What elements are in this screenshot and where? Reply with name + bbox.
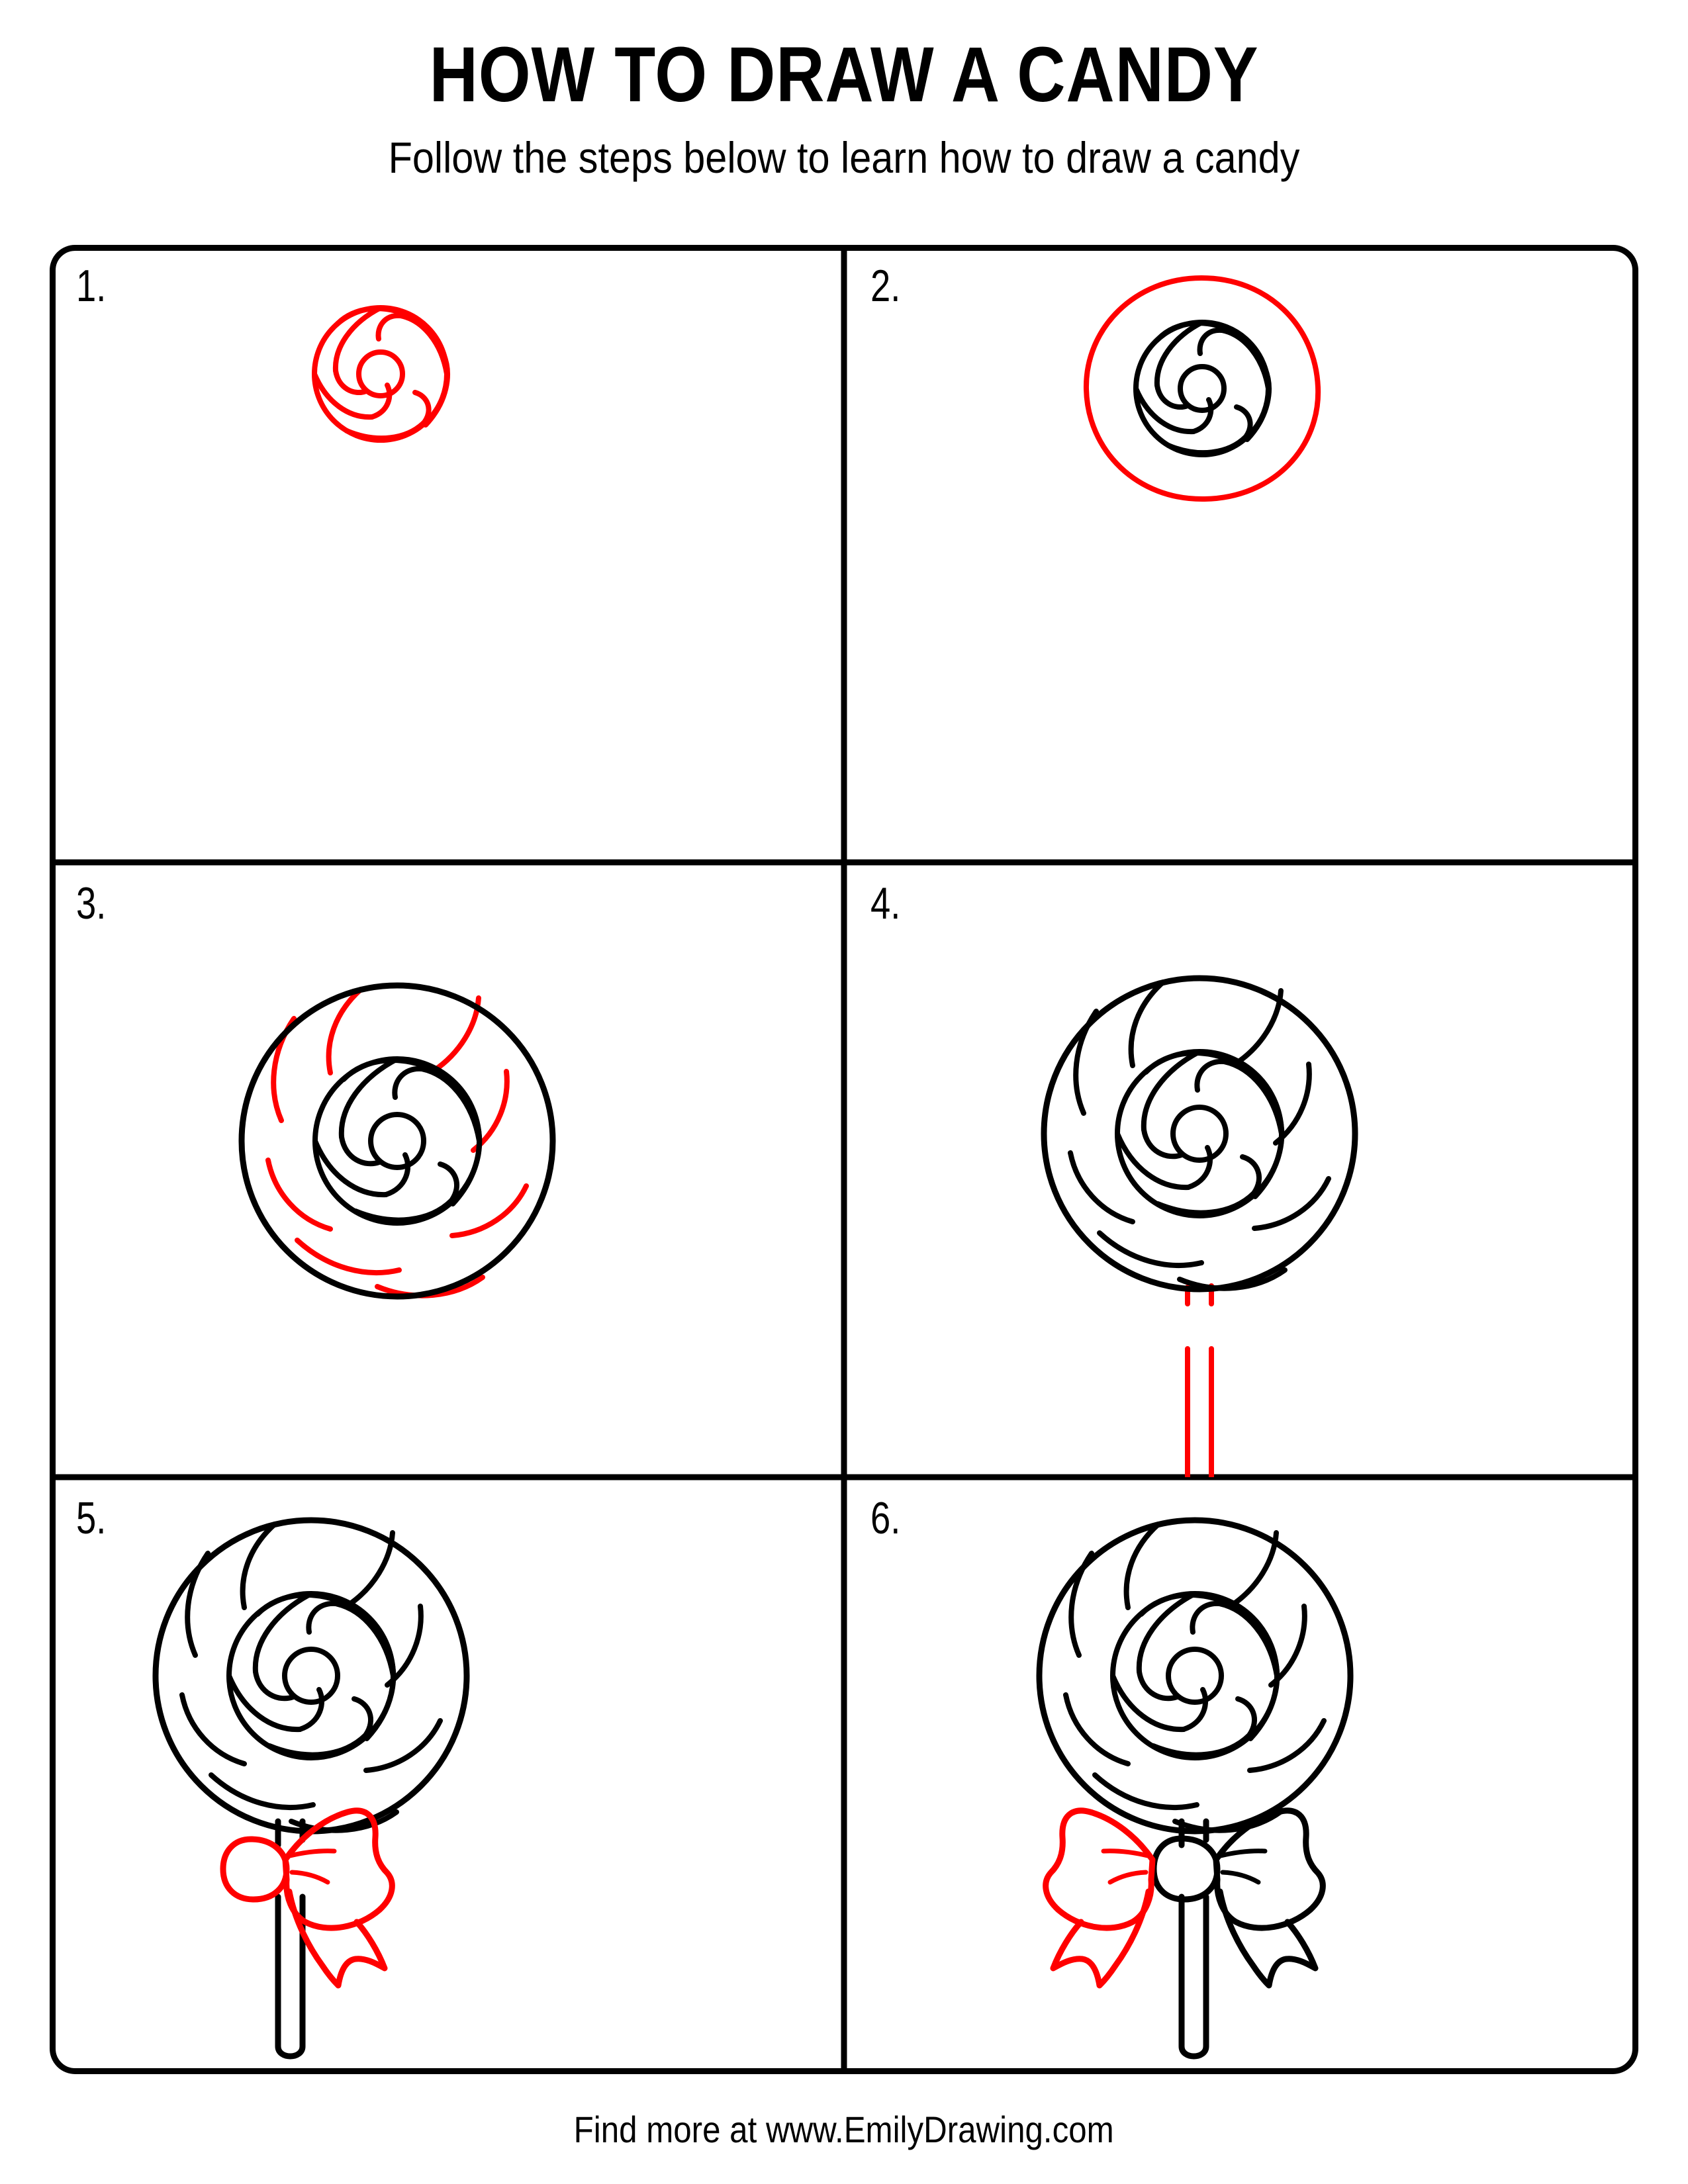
step-panel-4: 4. <box>844 862 1638 1477</box>
page-title: HOW TO DRAW A CANDY <box>429 31 1259 118</box>
step-number-6: 6. <box>870 1493 901 1543</box>
stick <box>1178 1818 1209 2060</box>
outer-swirl-arcs <box>265 987 529 1298</box>
step-panel-2: 2. <box>844 245 1638 862</box>
bow-knot <box>1150 1835 1221 1903</box>
step-panel-3: 3. <box>50 862 844 1477</box>
step-drawing-1 <box>312 305 450 443</box>
inner-swirl <box>1110 1591 1280 1760</box>
step-panel-5: 5. <box>50 1477 844 2074</box>
page-header: HOW TO DRAW A CANDY Follow the steps bel… <box>0 0 1688 183</box>
outer-swirl-arcs <box>1068 979 1331 1291</box>
step-drawing-6 <box>1036 1517 1354 2060</box>
bow-crease-lines-left <box>1101 1848 1150 1885</box>
bow-left-tail <box>1050 1888 1152 1989</box>
step-number-3: 3. <box>76 878 107 929</box>
candy-outer-circle <box>1036 1517 1354 1835</box>
step-drawing-4 <box>1041 975 1358 1477</box>
step-panel-6: 6. <box>844 1477 1638 2074</box>
candy-outer-circle <box>1041 975 1358 1293</box>
inner-swirl <box>1115 1049 1285 1218</box>
bow-knot <box>220 1836 290 1903</box>
candy-outer-circle <box>238 982 556 1300</box>
step-number-5: 5. <box>76 1493 107 1543</box>
bow-right-loop <box>282 1807 395 1931</box>
bow-crease-lines <box>287 1848 337 1885</box>
bow-left-loop <box>1043 1807 1156 1931</box>
step-drawing-5 <box>152 1517 470 2060</box>
step-drawing-2 <box>1083 275 1321 502</box>
inner-swirl <box>312 305 450 443</box>
step-number-4: 4. <box>870 878 901 929</box>
outer-swirl-arcs <box>1063 1522 1327 1833</box>
step-number-1: 1. <box>76 261 107 311</box>
steps-grid: 1. 2. <box>50 245 1638 2074</box>
inner-swirl <box>1133 320 1272 457</box>
bow-right-loop <box>1213 1807 1326 1931</box>
inner-swirl <box>226 1591 397 1760</box>
bow-right-tail <box>286 1888 388 1989</box>
step-panel-1: 1. <box>50 245 844 862</box>
bow-crease-lines-right <box>1218 1848 1268 1885</box>
bow-right-tail <box>1217 1888 1319 1989</box>
page-subtitle: Follow the steps below to learn how to d… <box>388 132 1300 182</box>
outer-circle <box>1083 275 1321 502</box>
inner-swirl <box>312 1056 483 1226</box>
page-footer: Find more at www.EmilyDrawing.com <box>0 2108 1688 2151</box>
footer-credit: Find more at www.EmilyDrawing.com <box>573 2109 1115 2150</box>
stick <box>1185 1283 1214 1477</box>
outer-swirl-arcs <box>179 1522 443 1833</box>
step-number-2: 2. <box>870 261 901 311</box>
step-drawing-3 <box>238 982 556 1300</box>
